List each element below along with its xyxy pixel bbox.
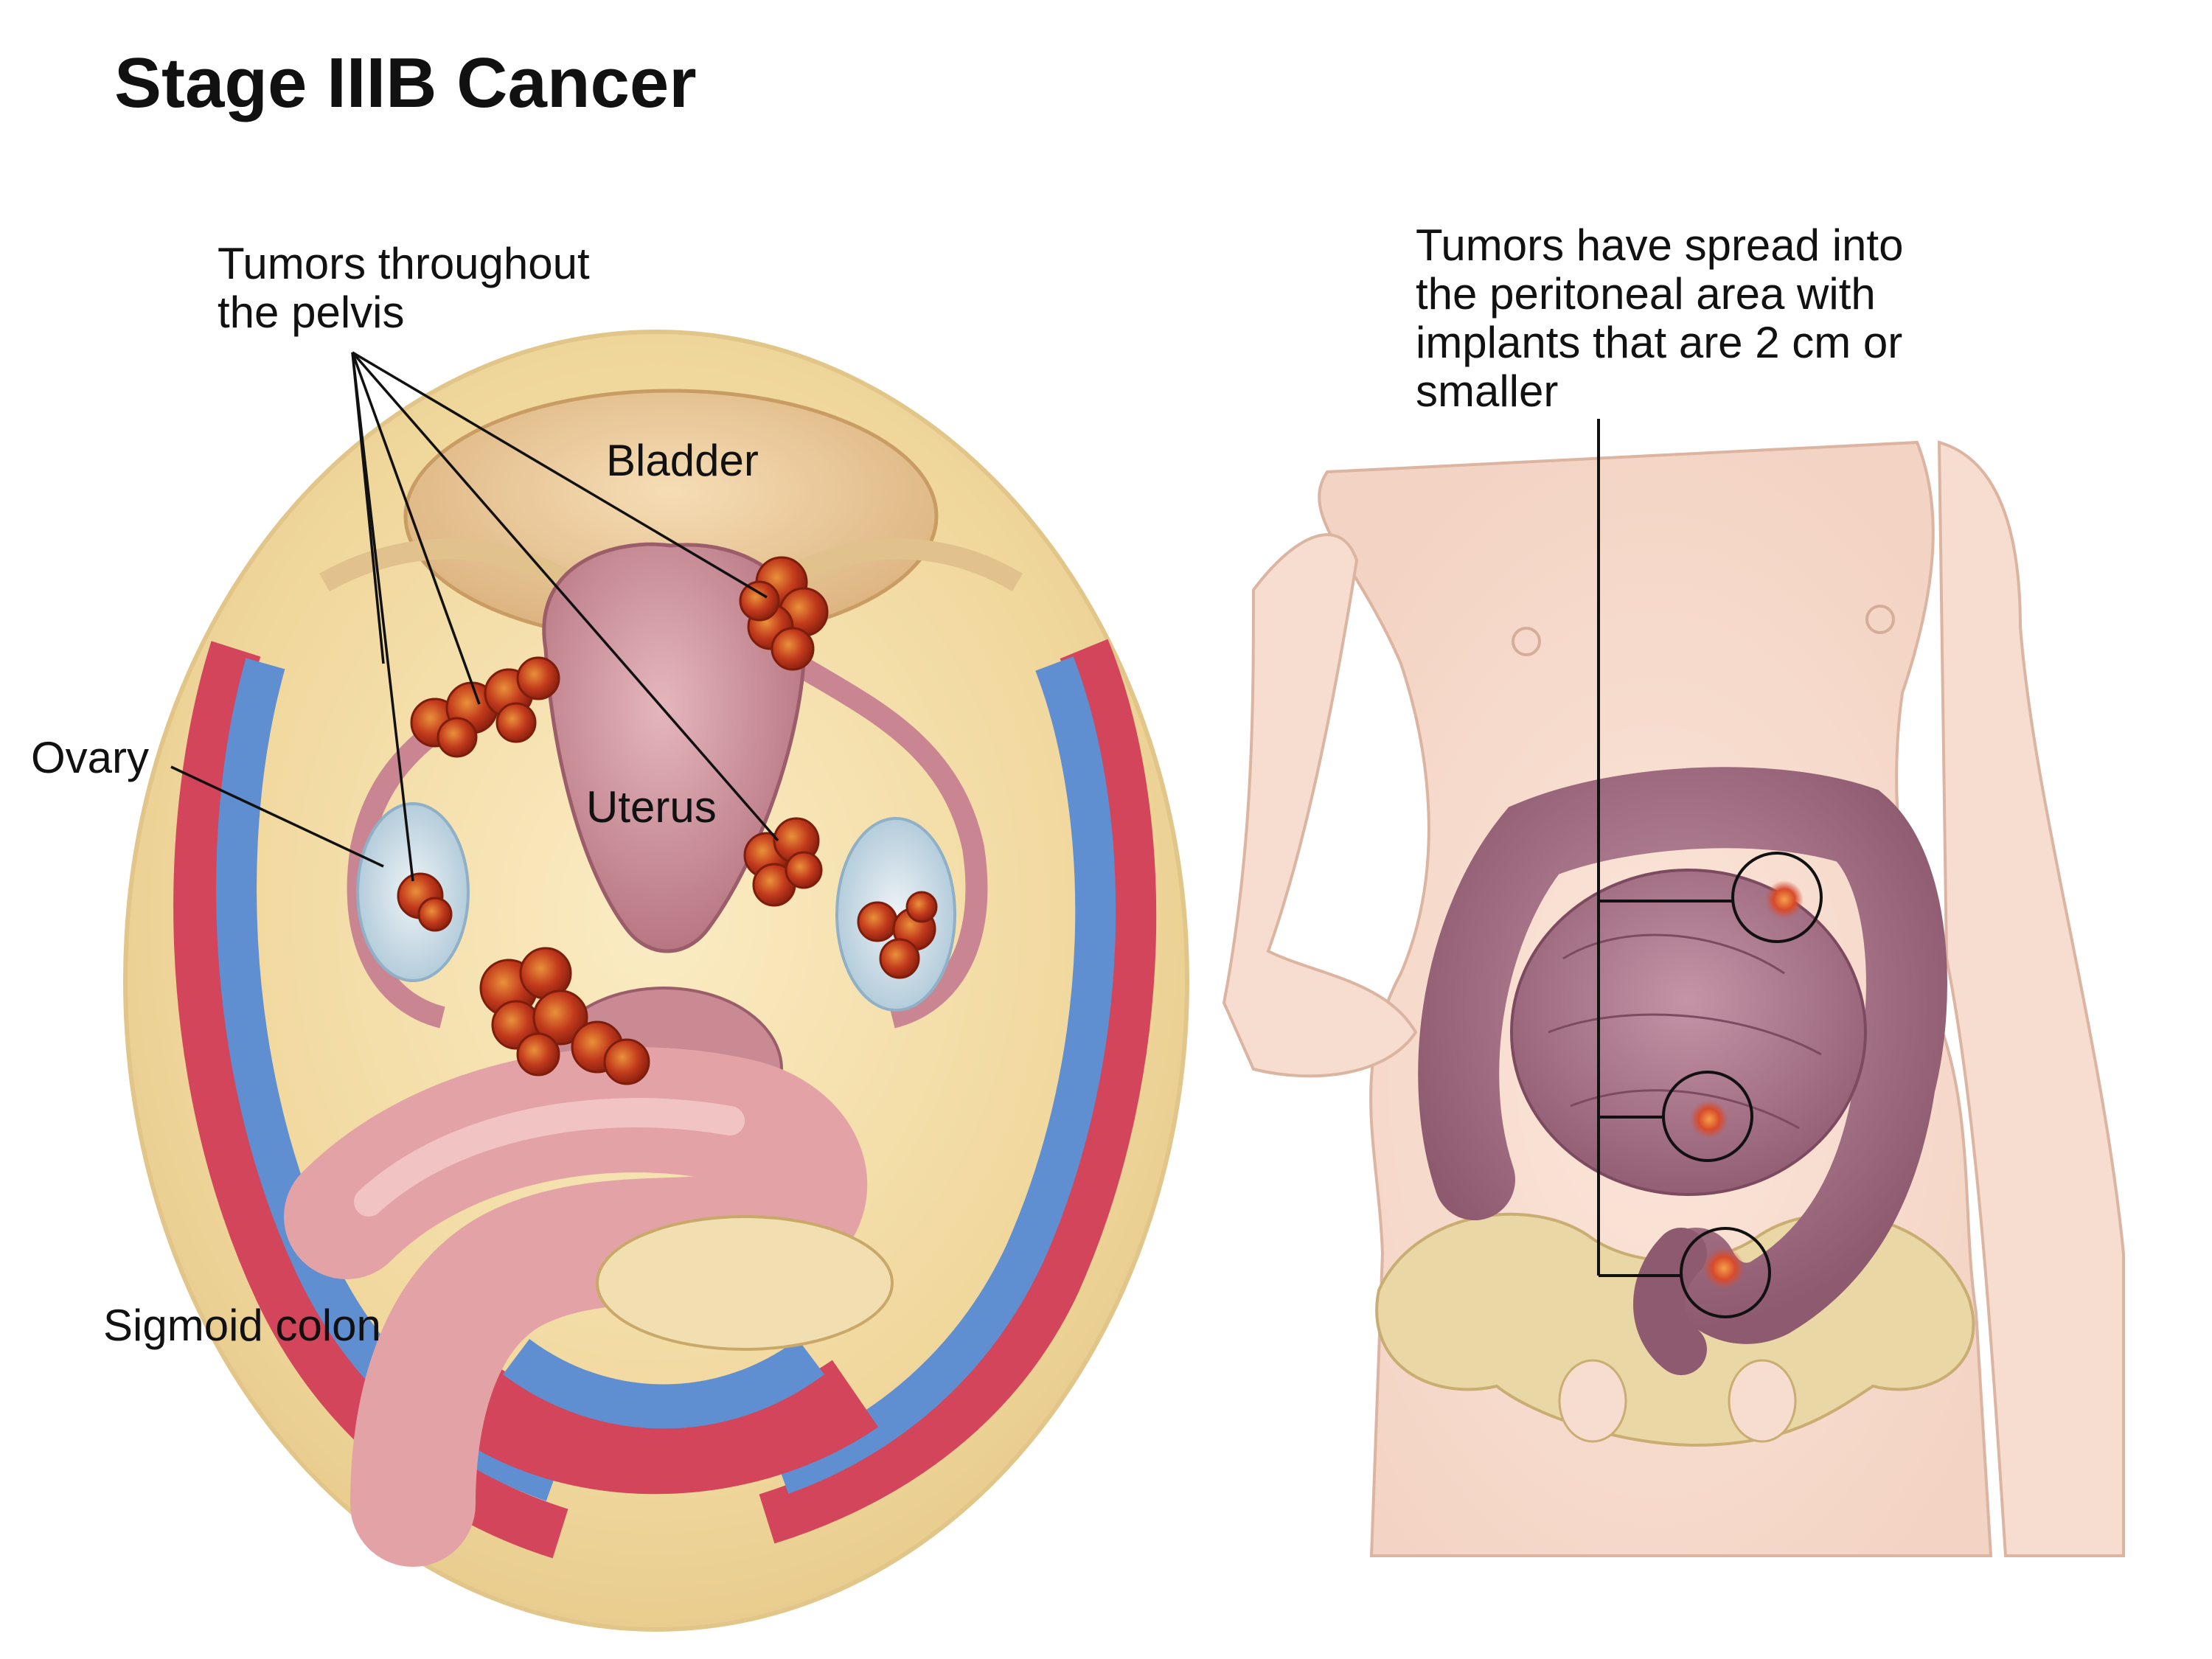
left-nipple: [1512, 627, 1541, 656]
small-intestine: [1510, 869, 1867, 1196]
label-line: implants that are 2 cm or: [1416, 318, 1903, 367]
label-sigmoid-colon: Sigmoid colon: [103, 1301, 381, 1350]
leader-lines-right: [1597, 419, 1734, 1277]
tumor-bladder: [739, 556, 829, 671]
right-artery: [759, 639, 1157, 1544]
tumor-left-tube: [410, 656, 560, 758]
pelvic-cavity-illustration: [123, 330, 1189, 1632]
implant-spot-middle: [1690, 1100, 1728, 1138]
left-obturator: [1558, 1359, 1627, 1443]
label-line: Tumors have spread into: [1416, 220, 1904, 270]
tumor-left-ovary: [397, 872, 453, 932]
right-nipple: [1865, 605, 1895, 634]
tumors: [397, 556, 938, 1085]
implant-spot-lower: [1703, 1248, 1745, 1289]
large-intestine: [1418, 767, 1947, 1344]
left-arm: [1222, 533, 1418, 1078]
tumor-uterus-right: [743, 817, 823, 907]
lower-vein: [503, 1338, 824, 1429]
right-arm: [1937, 440, 2125, 1557]
tumor-right-ovary: [857, 891, 938, 979]
sigmoid-colon-highlight: [354, 1098, 745, 1217]
figure-title: Stage IIIB Cancer: [114, 44, 697, 122]
rectum-torso: [1633, 1228, 1707, 1375]
label-line: the pelvis: [218, 288, 405, 337]
label-ovary: Ovary: [31, 733, 150, 782]
leader-lines-left: [170, 351, 779, 882]
label-uterus: Uterus: [586, 782, 717, 832]
label-line: smaller: [1416, 366, 1559, 416]
lower-vessels: [431, 1354, 879, 1495]
small-intestine-loops: [1548, 933, 1822, 1130]
label-tumors-throughout-pelvis: Tumors throughout the pelvis: [218, 240, 590, 337]
right-fallopian-tube: [790, 654, 988, 1029]
tumor-pelvic-floor: [479, 947, 650, 1085]
right-obturator: [1728, 1359, 1797, 1443]
implant-circle-lower: [1680, 1227, 1771, 1318]
label-peritoneal-spread: Tumors have spread into the peritoneal a…: [1416, 221, 1903, 416]
implant-spot-upper: [1765, 880, 1804, 919]
label-bladder: Bladder: [606, 436, 759, 485]
pelvic-fat: [123, 330, 1189, 1632]
implant-circle-upper: [1731, 852, 1823, 943]
label-line: the peritoneal area with: [1416, 269, 1876, 319]
torso-illustration: [1222, 419, 2125, 1557]
right-vein: [774, 656, 1116, 1494]
label-line: Tumors throughout: [218, 239, 590, 288]
pelvic-floor-fat: [596, 1215, 894, 1351]
